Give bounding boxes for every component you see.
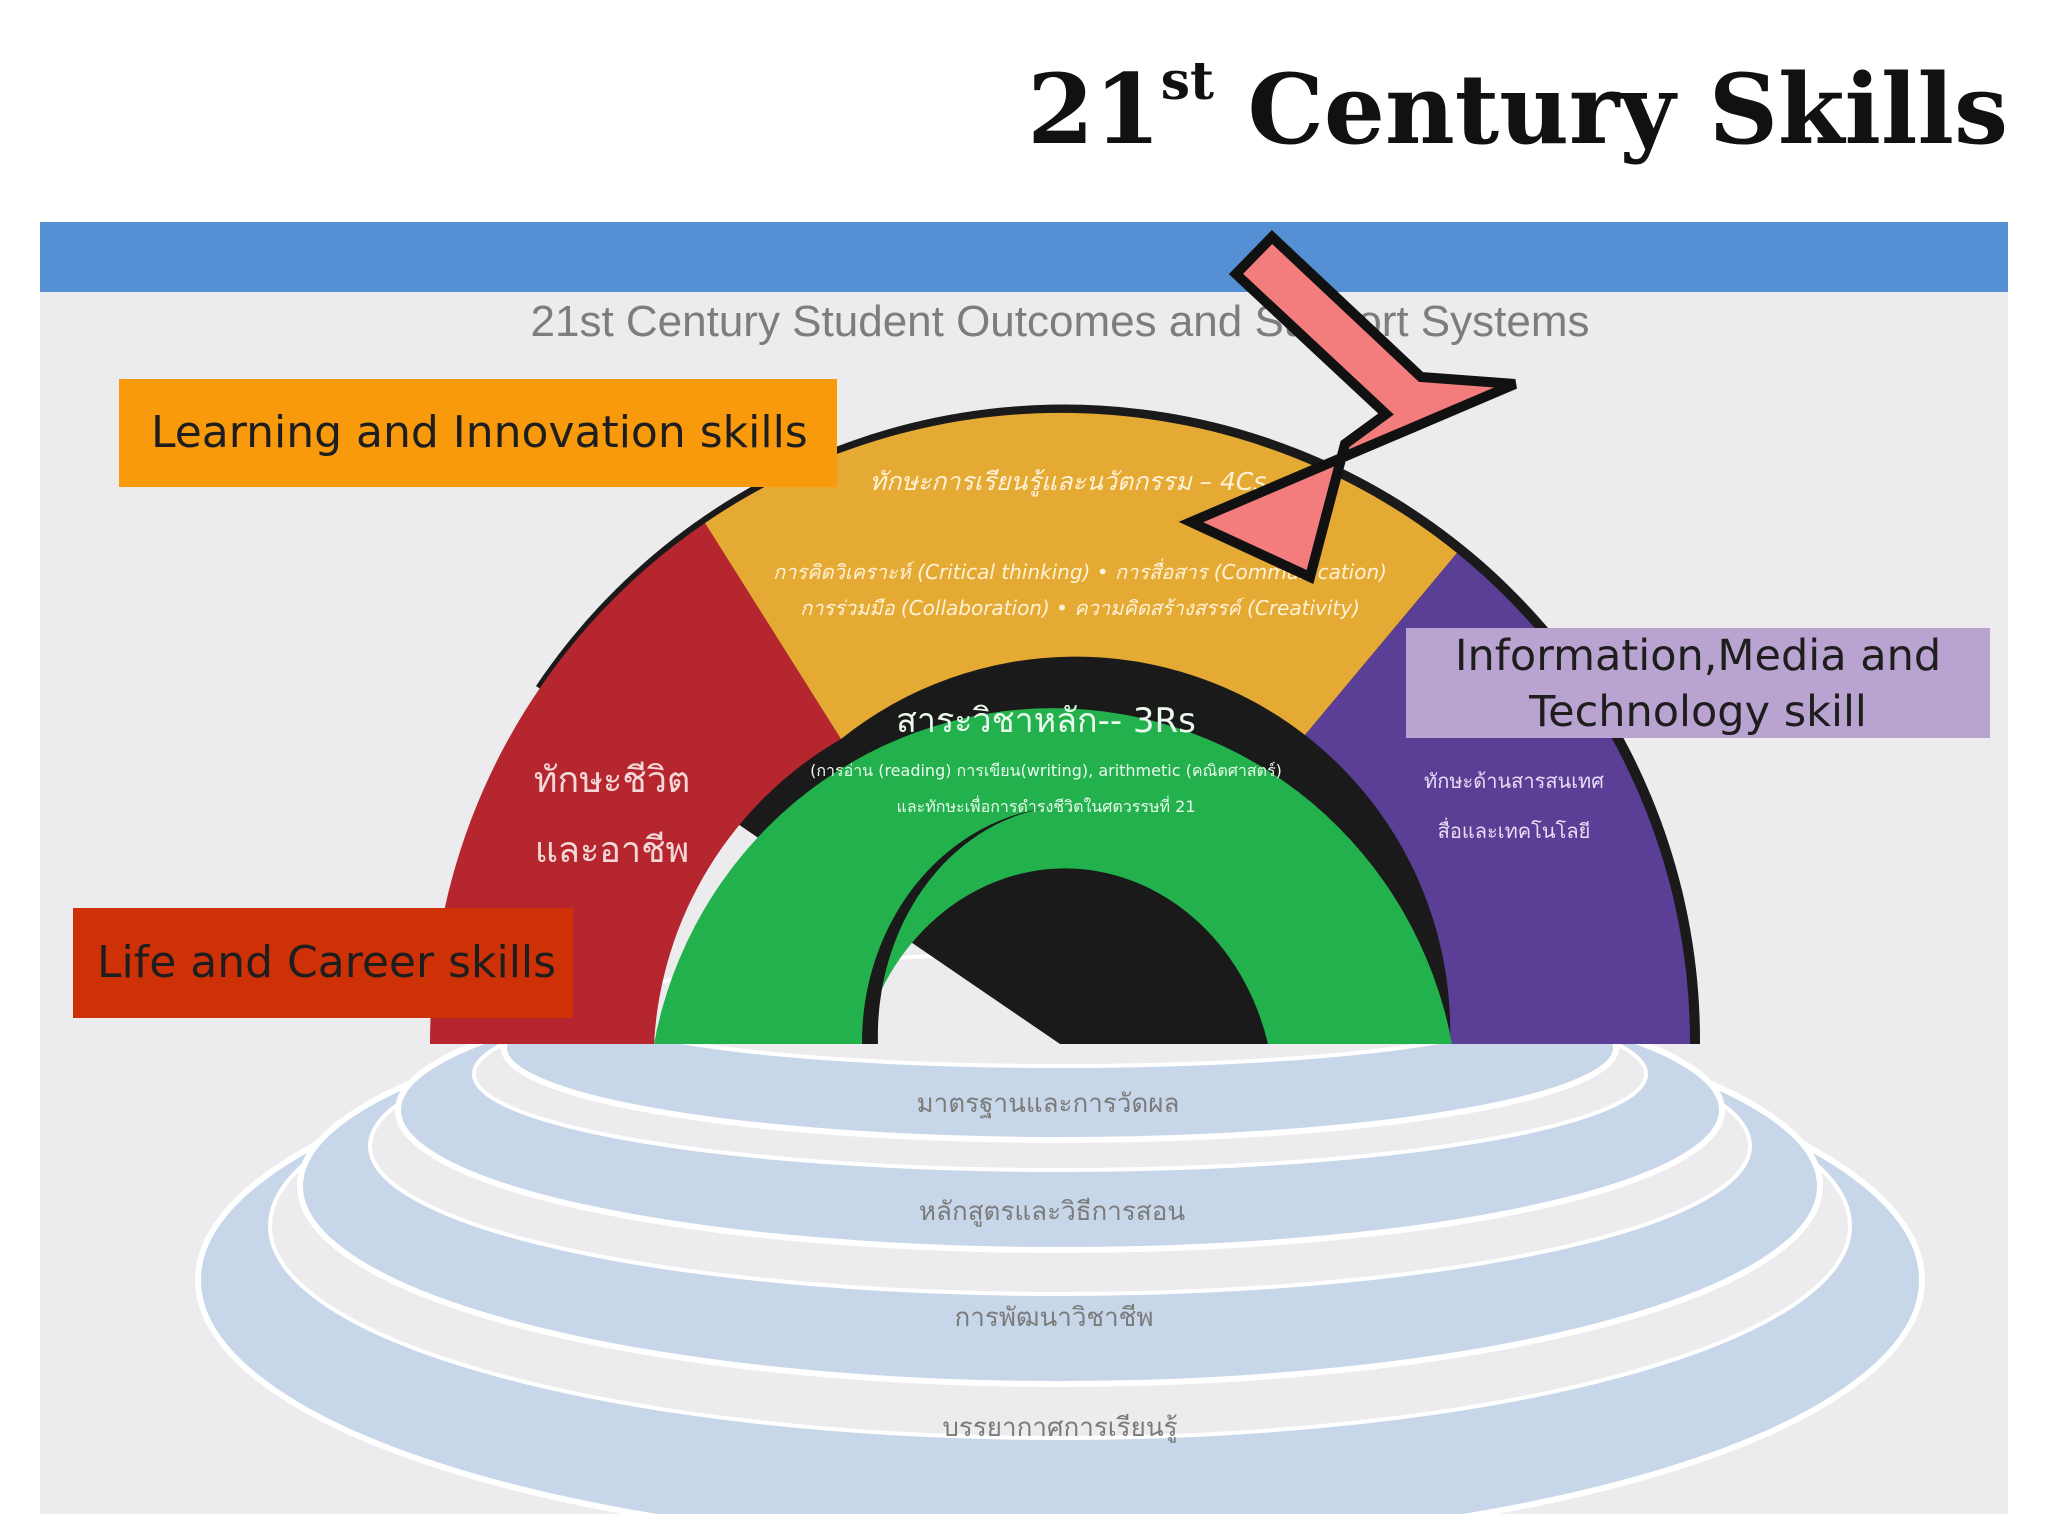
learning-segment-title: ทักษะการเรียนรู้และนวัตกรรม – 4Cs: [870, 467, 1267, 497]
information-media-callout: Information,Media and Technology skill: [1406, 628, 1990, 738]
life-career-callout: Life and Career skills: [73, 908, 573, 1018]
core-segment-line2: และทักษะเพื่อการดำรงชีวิตในศตวรรษที่ 21: [897, 795, 1196, 816]
skills-rainbow-diagram: 21st Century Student Outcomes and Suppor…: [195, 229, 1925, 1514]
slide-title: 21st Century Skills: [1027, 56, 2008, 158]
ring-label-professional-development: การพัฒนาวิชาชีพ: [955, 1303, 1154, 1333]
figure-heading: 21st Century Student Outcomes and Suppor…: [531, 297, 1590, 346]
slide-title-ordinal: st: [1160, 51, 1215, 112]
info-segment-line1: ทักษะด้านสารสนเทศ: [1424, 769, 1604, 793]
learning-segment-line2: การร่วมมือ (Collaboration) • ความคิดสร้า…: [800, 596, 1360, 620]
core-subjects-segment: [654, 708, 1452, 1044]
core-arch-shadow: [861, 808, 1046, 1044]
skills-figure: 21st Century Student Outcomes and Suppor…: [40, 222, 2008, 1514]
slide-title-number: 21: [1027, 53, 1161, 166]
highlight-arrow-icon: [1178, 229, 1517, 585]
core-segment-title: สาระวิชาหลัก-- 3Rs: [896, 701, 1196, 741]
ring-label-learning-environment: บรรยากาศการเรียนรู้: [942, 1413, 1177, 1443]
information-media-callout-line2: Technology skill: [1529, 687, 1867, 737]
information-media-callout-line1: Information,Media and: [1454, 631, 1942, 681]
learning-innovation-callout: Learning and Innovation skills: [119, 379, 837, 487]
ring-label-curriculum: หลักสูตรและวิธีการสอน: [919, 1197, 1185, 1227]
slide-title-text: Century Skills: [1214, 53, 2009, 166]
ring-label-standards: มาตรฐานและการวัดผล: [917, 1089, 1180, 1119]
life-segment-line2: และอาชีพ: [535, 830, 690, 871]
core-segment-line1: (การอ่าน (reading) การเขียน(writing), ar…: [810, 761, 1282, 780]
info-segment-line2: สื่อและเทคโนโลยี: [1438, 817, 1591, 843]
figure-top-bar: [40, 222, 2008, 292]
life-segment-line1: ทักษะชีวิต: [534, 760, 691, 801]
information-media-segment: [1305, 553, 1691, 1044]
